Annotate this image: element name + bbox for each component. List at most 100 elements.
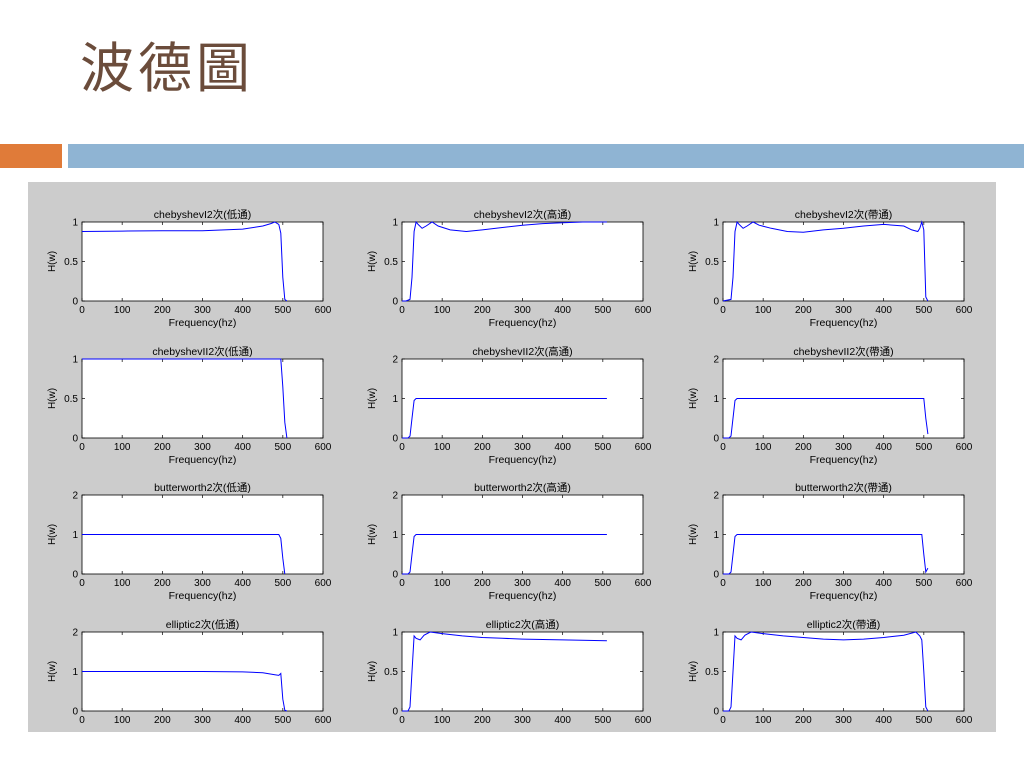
y-axis-label: H(w) <box>688 251 699 272</box>
x-tick-label: 600 <box>315 578 332 589</box>
y-tick-label: 0 <box>392 297 398 308</box>
x-tick-label: 600 <box>956 715 973 726</box>
y-tick-label: 1 <box>72 355 78 366</box>
x-tick-label: 200 <box>474 578 491 589</box>
y-tick-label: 1 <box>713 218 719 229</box>
x-tick-label: 200 <box>154 305 171 316</box>
x-tick-label: 300 <box>835 578 852 589</box>
x-tick-label: 300 <box>514 578 531 589</box>
x-tick-label: 600 <box>315 442 332 453</box>
x-tick-label: 600 <box>315 715 332 726</box>
x-tick-label: 100 <box>114 305 131 316</box>
x-tick-label: 100 <box>755 715 772 726</box>
subplot-title: elliptic2次(高通) <box>486 618 560 631</box>
y-axis-label: H(w) <box>47 388 58 409</box>
y-tick-label: 2 <box>392 491 398 502</box>
x-tick-label: 600 <box>956 442 973 453</box>
subplot-title: chebyshevII2次(低通) <box>152 345 252 358</box>
y-tick-label: 1 <box>72 530 78 541</box>
plot-area <box>401 221 644 302</box>
plot-area <box>722 631 965 712</box>
x-tick-label: 300 <box>835 715 852 726</box>
y-tick-label: 0 <box>72 434 78 445</box>
y-tick-label: 0 <box>72 297 78 308</box>
y-axis-label: H(w) <box>367 524 378 545</box>
plot-area <box>81 221 324 302</box>
x-tick-label: 500 <box>274 578 291 589</box>
y-tick-label: 1 <box>713 628 719 639</box>
x-tick-label: 100 <box>434 305 451 316</box>
series-line <box>723 534 929 575</box>
x-tick-label: 500 <box>915 578 932 589</box>
x-tick-label: 200 <box>795 578 812 589</box>
subplot-title: elliptic2次(帶通) <box>807 618 881 631</box>
x-tick-label: 300 <box>835 442 852 453</box>
x-tick-label: 500 <box>274 305 291 316</box>
y-tick-label: 0 <box>392 434 398 445</box>
y-tick-label: 2 <box>392 355 398 366</box>
y-tick-label: 2 <box>713 355 719 366</box>
x-tick-label: 400 <box>875 442 892 453</box>
subplot-title: chebyshevI2次(帶通) <box>795 208 892 221</box>
y-tick-label: 1 <box>392 628 398 639</box>
y-tick-label: 0.5 <box>384 667 398 678</box>
y-tick-label: 1 <box>392 530 398 541</box>
x-tick-label: 100 <box>114 715 131 726</box>
x-axis-label: Frequency(hz) <box>169 317 237 329</box>
x-tick-label: 400 <box>554 578 571 589</box>
series-line <box>402 534 607 575</box>
y-axis-label: H(w) <box>47 251 58 272</box>
x-axis-label: Frequency(hz) <box>169 454 237 466</box>
plot-area <box>401 631 644 712</box>
x-tick-label: 0 <box>399 442 405 453</box>
x-tick-label: 400 <box>875 305 892 316</box>
subplot-title: elliptic2次(低通) <box>166 618 240 631</box>
x-tick-label: 500 <box>594 715 611 726</box>
x-axis-label: Frequency(hz) <box>810 317 878 329</box>
x-tick-label: 100 <box>755 442 772 453</box>
x-tick-label: 600 <box>956 305 973 316</box>
y-axis-label: H(w) <box>47 661 58 682</box>
x-tick-label: 100 <box>114 578 131 589</box>
series-line <box>402 631 607 712</box>
y-axis-label: H(w) <box>367 388 378 409</box>
y-tick-label: 0 <box>72 707 78 718</box>
x-tick-label: 600 <box>635 442 652 453</box>
x-tick-label: 0 <box>720 578 726 589</box>
y-tick-label: 1 <box>392 394 398 405</box>
y-axis-label: H(w) <box>367 661 378 682</box>
x-tick-label: 0 <box>79 305 85 316</box>
x-tick-label: 300 <box>514 442 531 453</box>
y-tick-label: 0 <box>713 707 719 718</box>
series-line <box>82 671 288 712</box>
x-tick-label: 200 <box>154 578 171 589</box>
x-tick-label: 300 <box>514 305 531 316</box>
y-tick-label: 0 <box>713 434 719 445</box>
x-tick-label: 200 <box>795 305 812 316</box>
x-tick-label: 200 <box>474 442 491 453</box>
x-tick-label: 500 <box>915 715 932 726</box>
subplot-title: butterworth2次(高通) <box>474 481 571 494</box>
x-tick-label: 600 <box>635 305 652 316</box>
x-tick-label: 200 <box>154 442 171 453</box>
x-tick-label: 100 <box>434 578 451 589</box>
y-axis-label: H(w) <box>367 251 378 272</box>
x-tick-label: 500 <box>915 442 932 453</box>
x-tick-label: 200 <box>795 442 812 453</box>
x-tick-label: 300 <box>514 715 531 726</box>
series-line <box>722 220 929 302</box>
x-axis-label: Frequency(hz) <box>489 317 557 329</box>
series-line <box>402 398 607 439</box>
y-tick-label: 2 <box>713 491 719 502</box>
x-tick-label: 0 <box>720 442 726 453</box>
x-tick-label: 300 <box>194 442 211 453</box>
x-tick-label: 600 <box>956 578 973 589</box>
